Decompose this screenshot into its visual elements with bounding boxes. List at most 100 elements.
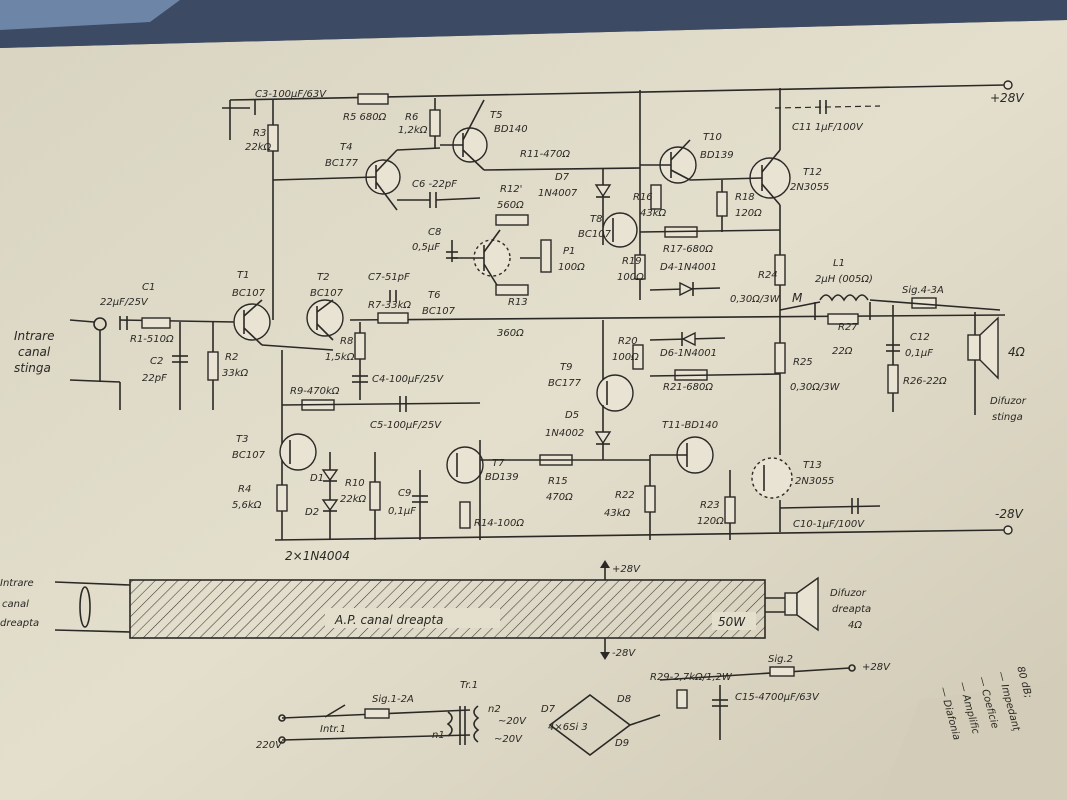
- r10-label-a: R10: [345, 478, 365, 489]
- output-stage-left: C12 0,1μF R26-22Ω 4Ω Difuzor stinga: [886, 305, 1027, 423]
- diodes-label: 2×1N4004: [285, 549, 350, 563]
- d7-label-a: D7: [555, 172, 570, 183]
- t10-label-b: BD139: [700, 150, 734, 161]
- d5-label-b: 1N4002: [545, 428, 584, 439]
- r29-label: R29-2,7kΩ/1,2W: [650, 672, 733, 683]
- c5-label: C5-100μF/25V: [370, 420, 442, 431]
- resistor-r25: [774, 342, 786, 374]
- resistor-r5: [357, 93, 389, 105]
- t10-label-a: T10: [703, 132, 722, 143]
- resistor-r8: [354, 332, 366, 360]
- r8-label-a: R8: [340, 336, 353, 347]
- fuse-sig2: [769, 666, 795, 677]
- transistor-t9: [596, 374, 634, 412]
- fuse-sig1: [364, 708, 390, 719]
- resistor-r18: [716, 191, 728, 217]
- diode-d7: [594, 184, 612, 198]
- c9-label-b: 0,1μF: [388, 506, 416, 517]
- transformer-secondary: [473, 705, 480, 743]
- input-left-label-3: stinga: [14, 361, 51, 375]
- t5-label-b: BD140: [494, 124, 528, 135]
- speaker-left: [967, 334, 981, 361]
- diode-d4: [679, 281, 694, 297]
- resistor-r6: [429, 109, 441, 137]
- fuse-sig2-label: Sig.2: [768, 654, 793, 665]
- r2-label-b: 33kΩ: [222, 368, 249, 379]
- t9-label-b: BC177: [548, 378, 582, 389]
- r2-label-a: R2: [225, 352, 238, 363]
- d8-label: D8: [617, 694, 631, 705]
- r12-label-a: R12': [500, 184, 522, 195]
- r16-label-b: 43kΩ: [640, 208, 667, 219]
- v220-label: 220V: [256, 740, 283, 751]
- diode-d5: [594, 431, 612, 445]
- r15-label-b: 470Ω: [546, 492, 573, 503]
- r8-label-b: 1,5kΩ: [325, 352, 355, 363]
- t1-label-b: BC107: [232, 288, 266, 299]
- n2-label: n2: [488, 704, 501, 715]
- diode-d6: [681, 331, 696, 347]
- speaker-left-label-1: Difuzor: [990, 396, 1027, 407]
- r14-label: R14-100Ω: [474, 518, 524, 529]
- t5-label-a: T5: [490, 110, 502, 121]
- fuse-sig4-label: Sig.4-3A: [902, 285, 944, 296]
- d7-label-b: 1N4007: [538, 188, 578, 199]
- r20-label-b: 100Ω: [612, 352, 639, 363]
- r24-label-a: R24: [758, 270, 778, 281]
- speaker-left-label-2: stinga: [992, 412, 1023, 423]
- r25-label-a: R25: [793, 357, 813, 368]
- transistor-t2: [306, 299, 344, 337]
- c12-label-a: C12: [910, 332, 930, 343]
- r18-label-b: 120Ω: [735, 208, 762, 219]
- r6-label-a: R6: [405, 112, 418, 123]
- resistor-r10: [369, 481, 381, 511]
- t8-label-b: BC107: [578, 229, 612, 240]
- c9-label-a: C9: [398, 488, 411, 499]
- r16-label-a: R16: [633, 192, 653, 203]
- speaker-right-label-1: Difuzor: [830, 588, 867, 599]
- n1-label: n1: [432, 730, 445, 741]
- input-stage: Intrare canal stinga C1 22μF/25V R1-510Ω…: [14, 270, 1006, 410]
- r13-label-a: R13: [508, 297, 528, 308]
- resistor-r4: [276, 484, 288, 512]
- transistor-t8: [602, 212, 638, 248]
- c7-label: C7-51pF: [368, 272, 410, 283]
- bridge-label: 4×6Si 3: [548, 722, 588, 733]
- r27-label-b: 22Ω: [832, 346, 853, 357]
- supply-pos-label: +28V: [862, 662, 891, 673]
- c1-label-a: C1: [142, 282, 155, 293]
- right-channel-block: +28V A.P. canal dreapta 50W -28V Intrare…: [0, 560, 871, 660]
- tr1-label: Tr.1: [460, 680, 478, 691]
- resistor-r7: [377, 312, 409, 324]
- resistor-r22: [644, 485, 656, 513]
- transistor-t3: [279, 433, 317, 471]
- amp-right-label: A.P. canal dreapta: [334, 613, 443, 627]
- resistor-r23: [724, 496, 736, 524]
- resistor-r29: [676, 689, 688, 709]
- c8-label-a: C8: [428, 227, 441, 238]
- r4-label-a: R4: [238, 484, 251, 495]
- c4-label: C4-100μF/25V: [372, 374, 444, 385]
- resistor-r3: [267, 124, 279, 152]
- t2-label-a: T2: [317, 272, 329, 283]
- r5-label: R5 680Ω: [343, 112, 387, 123]
- r15-label-a: R15: [548, 476, 568, 487]
- r17-label: R17-680Ω: [663, 244, 713, 255]
- t13-label-b: 2N3055: [795, 476, 834, 487]
- p1-label-b: 100Ω: [558, 262, 585, 273]
- rail-pos-right-label: +28V: [612, 564, 641, 575]
- r3-label-a: R3: [253, 128, 266, 139]
- resistor-r2: [207, 351, 219, 381]
- d2-label: D2: [305, 507, 319, 518]
- r22-label-b: 43kΩ: [604, 508, 631, 519]
- r6-label-b: 1,2kΩ: [398, 125, 428, 136]
- lower-section: R8 1,5kΩ C4-100μF/25V R20 100Ω D6-1N4001…: [232, 320, 881, 563]
- r25-label-b: 0,30Ω/3W: [790, 382, 841, 393]
- input-left-label-2: canal: [18, 345, 51, 359]
- t3-label-a: T3: [236, 434, 248, 445]
- t3-label-b: BC107: [232, 450, 266, 461]
- r27-label-a: R27: [838, 322, 858, 333]
- r21-label: R21-680Ω: [663, 382, 713, 393]
- speaker-right-label-3: 4Ω: [848, 620, 862, 631]
- book-page: [0, 20, 1067, 800]
